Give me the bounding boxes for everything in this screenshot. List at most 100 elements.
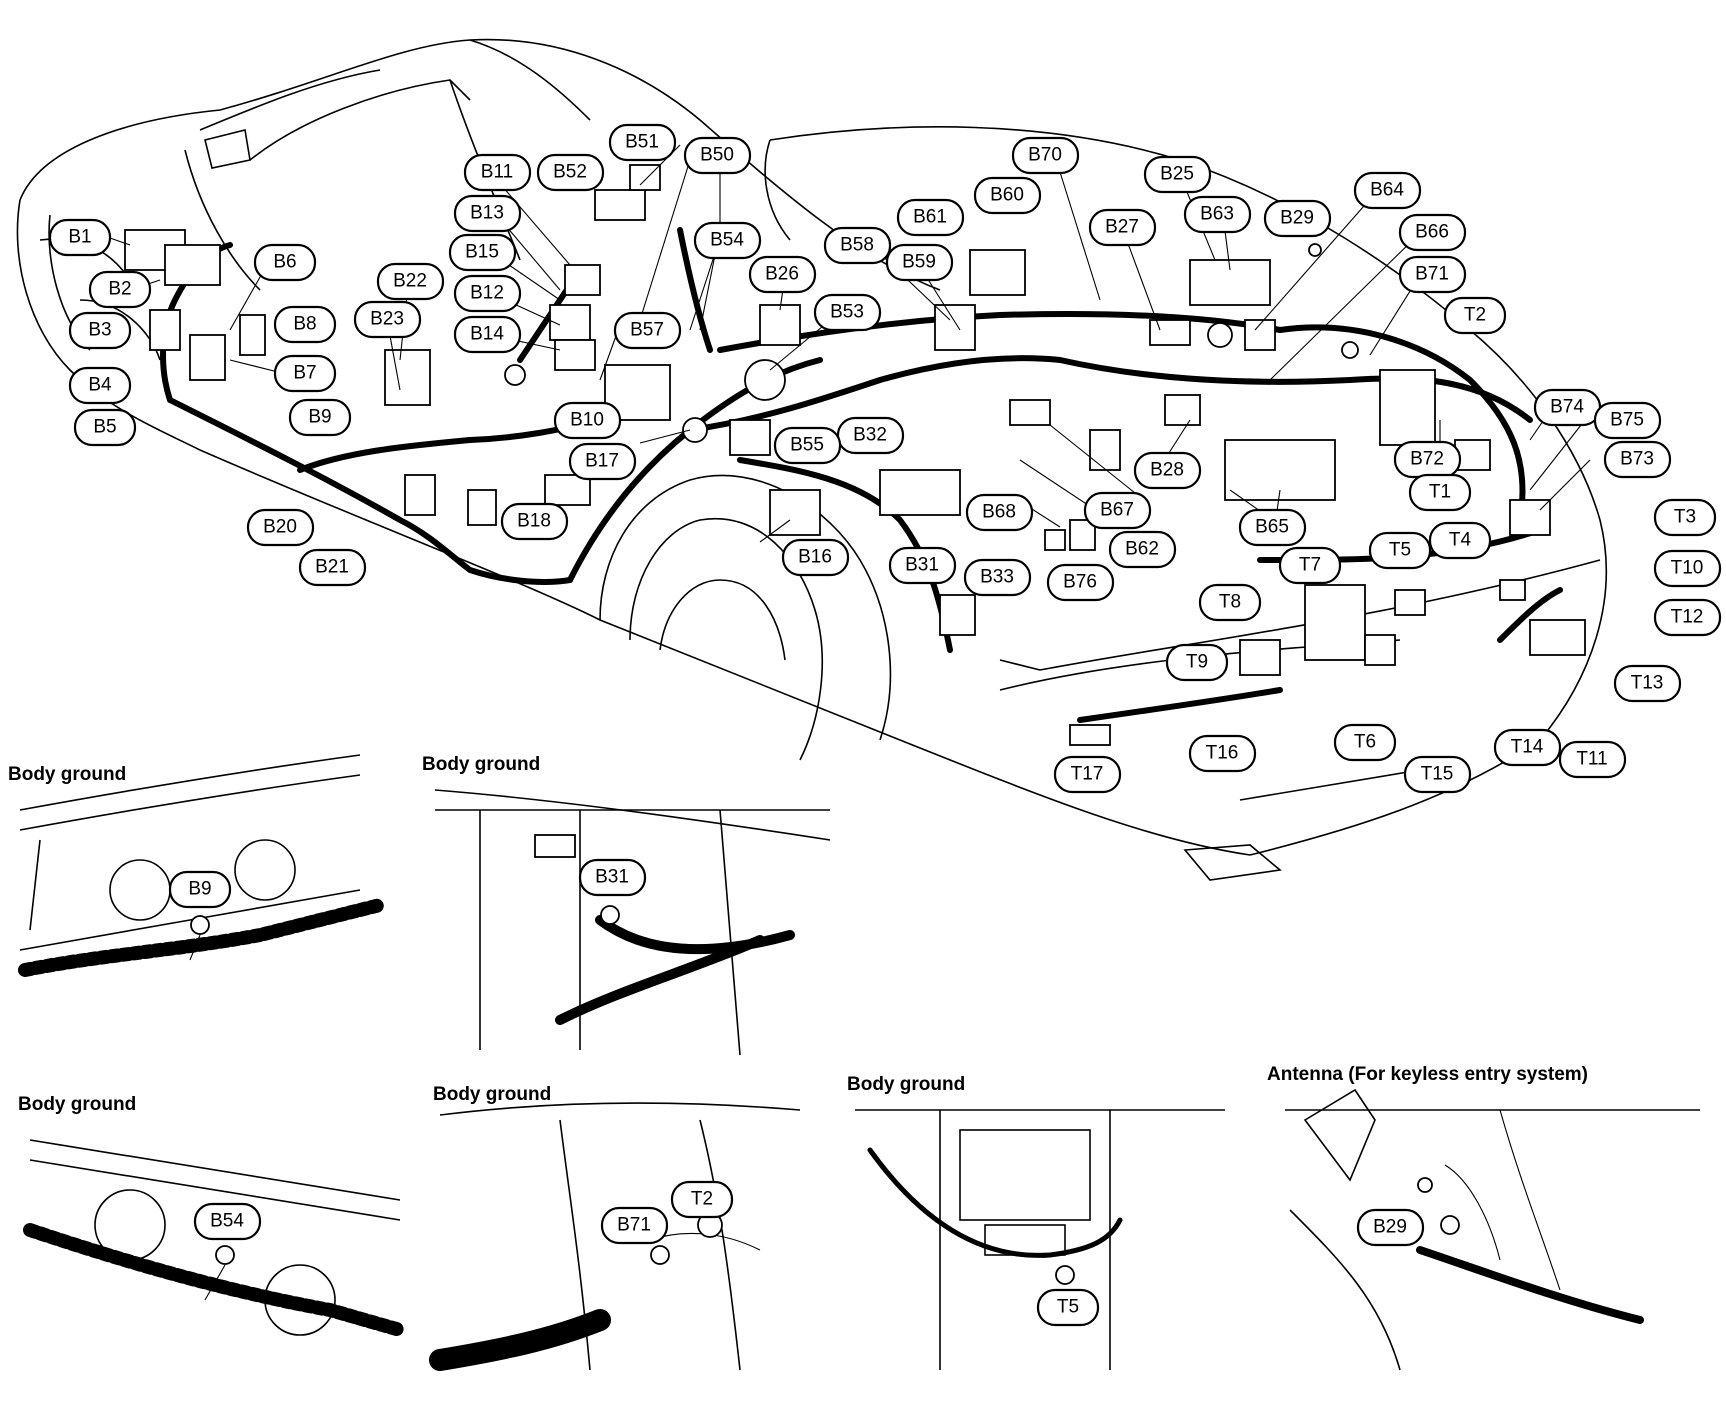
svg-text:B23: B23 <box>370 309 404 330</box>
svg-text:B11: B11 <box>481 162 513 183</box>
label-b21: B21 <box>298 548 367 587</box>
svg-text:B33: B33 <box>980 567 1014 588</box>
inset-label-b9: B9 <box>168 870 232 909</box>
svg-text:B31: B31 <box>595 867 629 888</box>
inset-label-b29: B29 <box>1356 1208 1425 1247</box>
inset-label-b31: B31 <box>578 858 647 897</box>
label-b73: B73 <box>1603 440 1672 479</box>
inset-label-t5: T5 <box>1036 1288 1100 1327</box>
label-b50: B50 <box>683 136 752 175</box>
svg-text:B4: B4 <box>88 375 112 396</box>
svg-text:B70: B70 <box>1028 145 1062 166</box>
svg-text:B50: B50 <box>700 145 734 166</box>
label-b74: B74 <box>1533 388 1602 427</box>
label-t12: T12 <box>1653 598 1722 637</box>
svg-text:T3: T3 <box>1674 507 1696 528</box>
label-b9: B9 <box>288 398 352 437</box>
label-t10: T10 <box>1653 549 1722 588</box>
label-t4: T4 <box>1428 521 1492 560</box>
svg-text:B74: B74 <box>1550 397 1584 418</box>
label-t7: T7 <box>1278 546 1342 585</box>
svg-text:B3: B3 <box>88 320 111 341</box>
svg-text:T9: T9 <box>1186 652 1208 673</box>
svg-text:T2: T2 <box>1464 305 1486 326</box>
label-b65: B65 <box>1238 508 1307 547</box>
inset-t5 <box>855 1109 1225 1370</box>
svg-text:B57: B57 <box>630 320 664 341</box>
svg-text:B68: B68 <box>982 502 1016 523</box>
label-b26: B26 <box>748 255 817 294</box>
svg-text:B65: B65 <box>1255 517 1289 538</box>
label-b25: B25 <box>1143 155 1212 194</box>
label-t1: T1 <box>1408 473 1472 512</box>
inset-b31 <box>434 789 831 1056</box>
svg-text:B12: B12 <box>470 283 504 304</box>
label-b71: B71 <box>1398 255 1467 294</box>
label-b18: B18 <box>500 502 569 541</box>
label-b60: B60 <box>973 176 1042 215</box>
svg-text:B29: B29 <box>1373 1217 1407 1238</box>
svg-text:B14: B14 <box>470 324 504 345</box>
svg-text:B59: B59 <box>902 252 936 273</box>
inset-captions: Body ground Body ground Body ground Body… <box>8 754 1588 1115</box>
svg-text:B9: B9 <box>188 879 211 900</box>
svg-text:B64: B64 <box>1370 180 1404 201</box>
svg-text:B8: B8 <box>293 314 316 335</box>
inset-label-b71: B71 <box>600 1206 669 1245</box>
svg-text:B54: B54 <box>210 1211 244 1232</box>
svg-text:B62: B62 <box>1125 539 1159 560</box>
label-b52: B52 <box>536 153 605 192</box>
inset-b9 <box>18 754 387 977</box>
svg-text:B31: B31 <box>905 555 939 576</box>
label-b68: B68 <box>965 493 1034 532</box>
svg-text:B28: B28 <box>1150 460 1184 481</box>
label-b27: B27 <box>1088 208 1157 247</box>
svg-text:B21: B21 <box>315 557 349 578</box>
label-b6: B6 <box>253 243 317 282</box>
svg-text:B61: B61 <box>913 207 947 228</box>
svg-text:B67: B67 <box>1100 500 1134 521</box>
label-b54: B54 <box>693 221 762 260</box>
svg-text:B71: B71 <box>1415 264 1449 285</box>
svg-text:B7: B7 <box>293 363 316 384</box>
label-b58: B58 <box>823 226 892 265</box>
svg-text:T12: T12 <box>1671 607 1704 628</box>
svg-text:B9: B9 <box>308 407 331 428</box>
label-t5: T5 <box>1368 531 1432 570</box>
svg-text:T11: T11 <box>1576 749 1607 770</box>
label-t15: T15 <box>1403 755 1472 794</box>
inset-labels: B9 B31 B54 B71 T2 T5 B29 <box>168 858 1425 1327</box>
label-b1: B1 <box>48 218 112 257</box>
svg-text:T17: T17 <box>1071 764 1104 785</box>
label-t9: T9 <box>1165 643 1229 682</box>
svg-text:B55: B55 <box>790 435 824 456</box>
svg-text:T8: T8 <box>1219 592 1241 613</box>
label-b17: B17 <box>568 442 637 481</box>
svg-text:T13: T13 <box>1631 673 1664 694</box>
inset-label-t2: T2 <box>670 1180 734 1219</box>
label-b29: B29 <box>1263 199 1332 238</box>
svg-text:T10: T10 <box>1671 558 1704 579</box>
label-b67: B67 <box>1083 491 1152 530</box>
label-b8: B8 <box>273 305 337 344</box>
svg-text:T5: T5 <box>1389 540 1411 561</box>
svg-text:B2: B2 <box>108 279 131 300</box>
svg-text:B1: B1 <box>68 227 91 248</box>
label-b70: B70 <box>1011 136 1080 175</box>
svg-text:T1: T1 <box>1429 482 1451 503</box>
label-t2: T2 <box>1443 296 1507 335</box>
label-b12: B12 <box>453 274 522 313</box>
svg-text:B54: B54 <box>710 230 744 251</box>
label-b20: B20 <box>246 508 315 547</box>
label-b16: B16 <box>781 538 850 577</box>
label-t14: T14 <box>1493 728 1562 767</box>
label-b31: B31 <box>888 546 957 585</box>
svg-text:B63: B63 <box>1200 204 1234 225</box>
svg-text:T4: T4 <box>1449 530 1472 551</box>
label-t11: T11 <box>1558 740 1627 779</box>
svg-text:B6: B6 <box>273 252 296 273</box>
label-b4: B4 <box>68 366 132 405</box>
svg-text:B32: B32 <box>853 425 887 446</box>
label-t3: T3 <box>1653 498 1717 537</box>
label-b57: B57 <box>613 311 682 350</box>
